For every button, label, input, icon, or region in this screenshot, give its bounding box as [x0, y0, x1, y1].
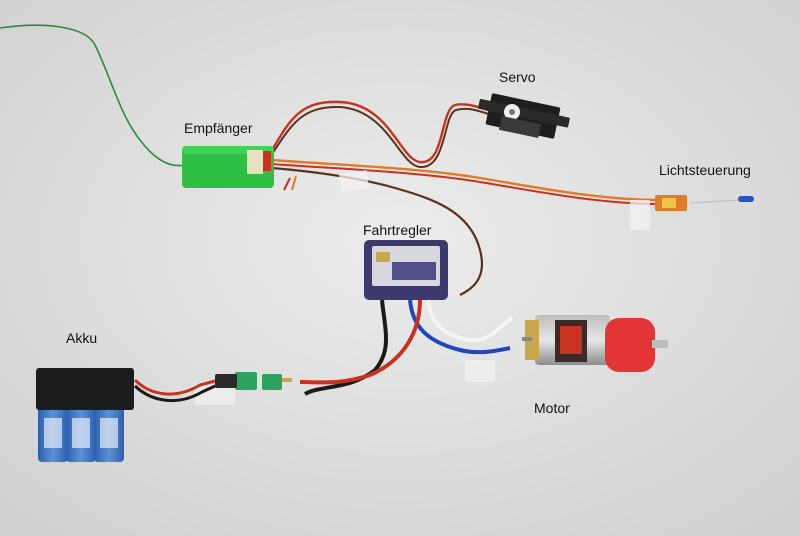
speed-controller — [364, 240, 448, 300]
motor-label: Motor — [534, 400, 570, 416]
antenna-wire — [0, 24, 186, 167]
servo-cable-brown — [271, 105, 496, 169]
light-controller-board — [655, 195, 754, 211]
esc-cable-brown — [271, 166, 483, 296]
tape — [338, 170, 370, 192]
cable-end — [283, 177, 291, 191]
esc-wire-red — [299, 299, 422, 385]
tape — [630, 200, 650, 230]
battery-pack — [36, 368, 134, 462]
light-cable-red — [271, 163, 661, 205]
cable-end-2 — [291, 175, 297, 191]
esc-wire-blue — [408, 299, 511, 355]
battery-wire-black — [133, 384, 216, 403]
servo-label: Servo — [499, 69, 536, 85]
plug-connector — [215, 372, 292, 390]
esc-wire-white — [426, 299, 514, 343]
esc-wire-black — [303, 299, 388, 396]
battery-wire-red — [133, 378, 216, 396]
lichtsteuerung-label: Lichtsteuerung — [659, 162, 751, 178]
akku-label: Akku — [66, 330, 98, 346]
servo-cable-red — [270, 100, 496, 164]
light-cable-orange — [271, 158, 661, 202]
dc-motor — [522, 315, 668, 372]
tape — [465, 360, 495, 382]
servo-motor — [478, 93, 570, 139]
fahrtregler-label: Fahrtregler — [363, 222, 432, 238]
empfaenger-label: Empfänger — [184, 120, 253, 136]
receiver-module — [182, 146, 274, 188]
